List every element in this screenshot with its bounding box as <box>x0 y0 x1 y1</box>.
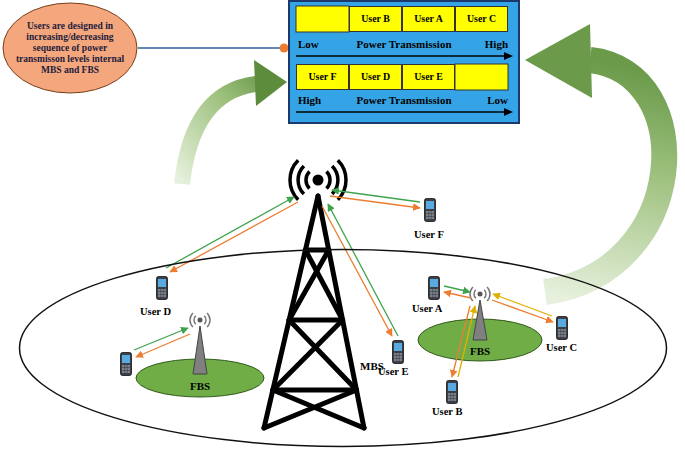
feedback-arrow <box>545 60 664 292</box>
antenna-dot <box>478 292 483 297</box>
phone-icon <box>425 199 436 222</box>
note-bubble-outline <box>3 3 137 93</box>
signal-line <box>492 300 553 322</box>
user-label: User F <box>414 229 444 241</box>
fbs-coverage-drawing <box>444 286 553 377</box>
antenna-wave <box>327 172 331 189</box>
antenna-wave <box>207 313 210 327</box>
user-label: User B <box>432 406 462 418</box>
user-cell-outline <box>456 7 508 32</box>
fbs-coverage: FBS <box>135 358 265 398</box>
phone-icon <box>121 353 132 376</box>
signal-line <box>166 197 294 268</box>
connector-dot <box>280 44 289 53</box>
phone-icon <box>393 341 404 364</box>
user-cell: User E <box>402 64 455 90</box>
antenna-wave <box>338 160 346 200</box>
feedback-arrowhead <box>254 60 287 106</box>
power-order-panel: LowPower TransmissionHighHighPower Trans… <box>288 0 520 124</box>
note-bubble: Users are designed in increasing/decreas… <box>2 2 138 94</box>
node-text: FBS <box>450 345 510 358</box>
user-label: User C <box>546 342 577 354</box>
node-text: Low <box>464 94 508 107</box>
node-text: Low <box>298 38 338 51</box>
user-cell: User A <box>402 6 455 32</box>
node-text: User B <box>349 13 402 24</box>
antenna-wave <box>306 172 310 189</box>
antenna-wave <box>194 316 196 324</box>
feedback-arrow <box>182 84 256 184</box>
connector <box>138 47 288 49</box>
user-cell-outline <box>403 7 455 32</box>
fbs-coverage-drawing <box>190 313 210 374</box>
antenna-wave <box>298 166 304 194</box>
node-text: FBS <box>170 380 230 393</box>
antenna-wave <box>474 290 476 298</box>
fbs-tower <box>193 326 207 374</box>
signal-line <box>444 292 471 298</box>
power-order-panel-outline <box>289 1 519 123</box>
node-text: User F <box>296 71 349 82</box>
user-label: User A <box>412 303 442 315</box>
signal-line <box>322 206 392 336</box>
signal-line <box>134 328 188 350</box>
node-text: Users are designed in increasing/decreas… <box>14 21 126 76</box>
power-order-panel-drawing <box>296 6 513 116</box>
signal-line <box>493 294 552 316</box>
signal-line <box>328 204 398 336</box>
node-text: User C <box>455 13 508 24</box>
phone-icon <box>557 317 568 340</box>
node-text: High <box>298 94 338 107</box>
phone-icon <box>157 277 168 300</box>
axis-arrow <box>296 111 506 113</box>
user-cell: User F <box>296 64 349 90</box>
user-cell: User C <box>455 6 508 32</box>
user-label: User D <box>140 306 171 318</box>
axis-arrow <box>296 55 506 57</box>
user-cell-outline <box>403 65 455 90</box>
axis-arrowhead <box>504 108 513 116</box>
tower-lattice <box>264 196 364 428</box>
empty-cell <box>455 64 508 90</box>
user-cell-outline <box>297 65 349 90</box>
antenna-wave <box>190 313 193 327</box>
antenna-dot <box>198 318 203 323</box>
signal-line <box>330 196 420 208</box>
empty-cell <box>296 6 349 32</box>
antenna-wave <box>470 287 473 301</box>
antenna-wave <box>204 316 206 324</box>
antenna-wave <box>484 290 486 298</box>
user-cell: User B <box>349 6 402 32</box>
node-text: High <box>464 38 508 51</box>
phone-icon <box>429 277 440 300</box>
node-text: User D <box>349 71 402 82</box>
axis-arrowhead <box>504 52 513 60</box>
node-text: Power Transmission <box>334 94 474 107</box>
signal-line <box>332 190 420 202</box>
antenna-wave <box>290 160 298 200</box>
user-cell: User D <box>349 64 402 90</box>
node-text: User A <box>402 13 455 24</box>
user-label: User E <box>378 366 408 378</box>
node-text: User E <box>402 71 455 82</box>
mbs-coverage-outline <box>20 250 667 447</box>
phone-icon <box>447 381 458 404</box>
feedback-arrowhead <box>525 24 592 98</box>
signal-line <box>458 306 475 377</box>
antenna-dot <box>313 175 324 186</box>
node-text: Power Transmission <box>334 38 474 51</box>
user-cell-outline <box>350 65 402 90</box>
fbs-tower <box>473 300 487 340</box>
fbs-coverage: FBS <box>417 318 543 362</box>
antenna-wave <box>487 287 490 301</box>
user-cell-outline <box>350 7 402 32</box>
signal-line <box>444 286 470 292</box>
